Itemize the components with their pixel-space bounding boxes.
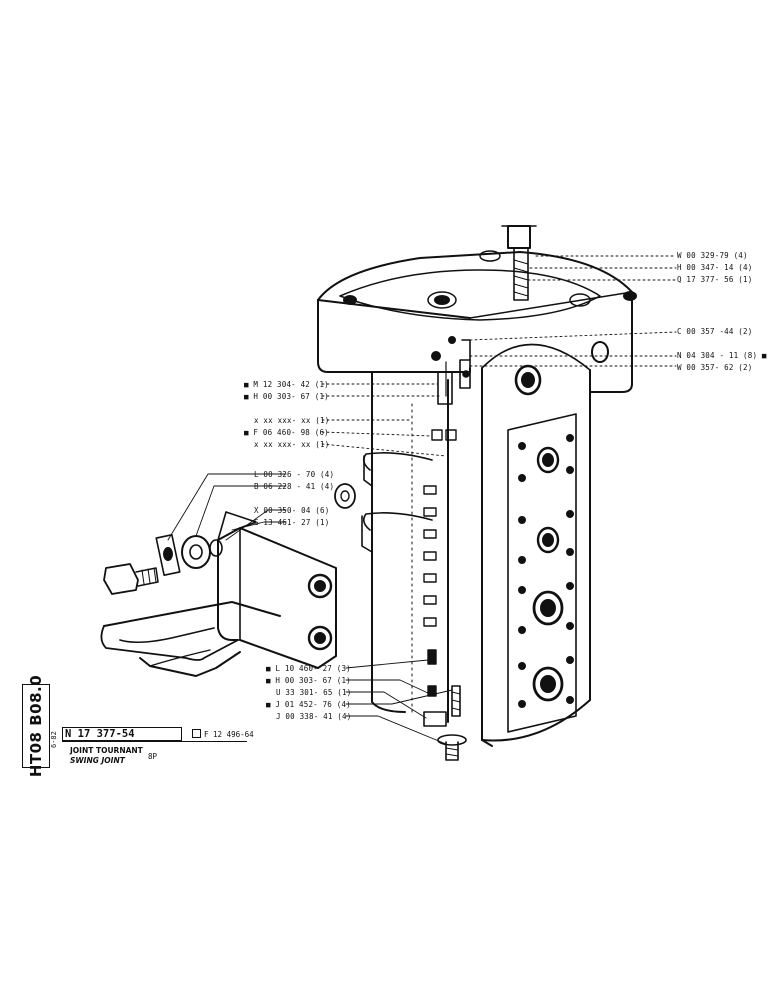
part-label-right-4: N 04 304 - 11 (8) ■ bbox=[677, 351, 767, 360]
see-also-reference: F 12 496-64 bbox=[192, 729, 254, 739]
lower-fittings bbox=[423, 685, 467, 761]
leader-lines-left-mid bbox=[167, 473, 287, 541]
top-flange bbox=[317, 250, 637, 393]
slot-strip bbox=[423, 429, 457, 697]
part-label-left-upper-3: ■ F 06 460- 98 (6) bbox=[244, 428, 329, 437]
fork-bracket bbox=[100, 511, 337, 677]
part-label-left-mid-3: G 13 461- 27 (1) bbox=[254, 518, 330, 527]
part-label-right-1: H 00 347- 14 (4) bbox=[677, 263, 753, 272]
part-label-left-lower-2: U 33 301- 65 (1) bbox=[276, 688, 352, 697]
part-label-left-lower-0: ■ L 10 460- 27 (3) bbox=[266, 664, 351, 673]
main-housing bbox=[481, 341, 609, 747]
sheet-code: HT08 B08.0 bbox=[27, 674, 45, 778]
part-label-left-upper-2: x xx xxx- xx (1) bbox=[254, 416, 330, 425]
model-code: 8P bbox=[148, 752, 158, 761]
sheet-small-code: 6-82 bbox=[50, 731, 58, 748]
rotating-column bbox=[361, 371, 449, 723]
part-label-left-upper-0: ■ M 12 304- 42 (1) bbox=[244, 380, 329, 389]
part-label-left-upper-4: x xx xxx- xx (1) bbox=[254, 440, 330, 449]
part-label-left-mid-0: L 00 326 - 70 (4) bbox=[254, 470, 335, 479]
part-label-left-lower-1: ■ H 00 303- 67 (1) bbox=[266, 676, 351, 685]
bracket-bolt-stack bbox=[103, 483, 356, 595]
leader-lines-right bbox=[469, 255, 677, 367]
title-divider bbox=[62, 741, 247, 742]
title-french: JOINT TOURNANT bbox=[70, 746, 143, 755]
title-english: SWING JOINT bbox=[70, 756, 125, 765]
part-label-right-0: W 00 329-79 (4) bbox=[677, 251, 748, 260]
part-label-left-upper-1: ■ H 00 303- 67 (1) bbox=[244, 392, 329, 401]
part-label-left-mid-1: B 06 228 - 41 (4) bbox=[254, 482, 335, 491]
part-label-left-lower-3: ■ J 01 452- 76 (4) bbox=[266, 700, 351, 709]
part-label-left-mid-2: X 00 350- 04 (6) bbox=[254, 506, 330, 515]
part-label-right-5: W 00 357- 62 (2) bbox=[677, 363, 753, 372]
checkbox-square-icon bbox=[192, 729, 201, 738]
top-bolt bbox=[501, 225, 537, 301]
column-top-parts bbox=[437, 339, 471, 405]
leader-lines-left-lower bbox=[345, 659, 453, 745]
part-label-right-3: C 00 357 -44 (2) bbox=[677, 327, 753, 336]
sheet-code-box: HT08 B08.0 bbox=[22, 675, 50, 777]
leader-lines-left-upper bbox=[321, 383, 447, 457]
part-label-left-lower-4: J 00 338- 41 (4) bbox=[276, 712, 352, 721]
part-label-right-2: Q 17 377- 56 (1) bbox=[677, 275, 753, 284]
reference-number: N 17 377-54 bbox=[62, 727, 182, 741]
see-also-text: F 12 496-64 bbox=[204, 730, 254, 739]
